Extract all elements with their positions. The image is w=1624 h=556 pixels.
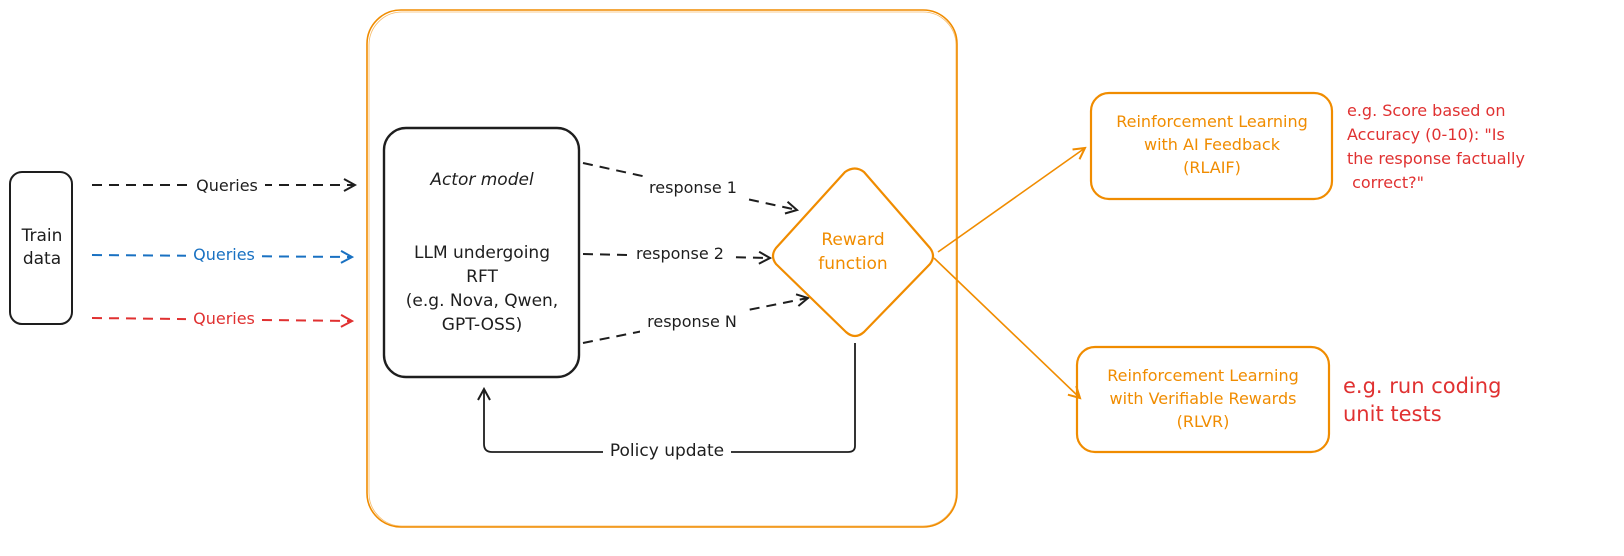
policy-update-label: Policy update xyxy=(610,441,724,461)
queries-arrow-black: Queries xyxy=(92,173,355,197)
reward-to-rlaif-arrow xyxy=(937,148,1085,253)
rlvr-note-line1: e.g. run coding xyxy=(1343,374,1501,398)
rlvr-line2: with Verifiable Rewards xyxy=(1110,389,1297,408)
response-arrow-2: response 2 xyxy=(582,242,770,266)
response-arrow-n: response N xyxy=(582,298,808,344)
actor-line2: RFT xyxy=(466,267,498,287)
rlaif-line2: with AI Feedback xyxy=(1144,135,1281,154)
reward-line1: Reward xyxy=(821,230,884,250)
queries-arrow-blue: Queries xyxy=(91,243,352,267)
queries-label-black: Queries xyxy=(196,176,258,195)
actor-line1: LLM undergoing xyxy=(414,243,550,263)
response-label-2: response 2 xyxy=(636,244,724,263)
queries-label-blue: Queries xyxy=(193,245,255,264)
actor-line3: (e.g. Nova, Qwen, xyxy=(406,291,558,311)
rlaif-line1: Reinforcement Learning xyxy=(1116,112,1308,131)
actor-title: Actor model xyxy=(429,170,534,190)
rlvr-note: e.g. run coding unit tests xyxy=(1343,374,1501,426)
rlvr-line3: (RLVR) xyxy=(1177,412,1230,431)
train-data-line1: Train xyxy=(21,226,63,246)
rlvr-box: Reinforcement Learning with Verifiable R… xyxy=(1075,345,1331,454)
rlaif-note: e.g. Score based on Accuracy (0-10): "Is… xyxy=(1347,101,1525,192)
queries-label-red: Queries xyxy=(193,309,255,328)
rlvr-note-line2: unit tests xyxy=(1343,402,1442,426)
rft-container xyxy=(366,9,958,528)
response-label-1: response 1 xyxy=(649,178,737,197)
rlaif-note-line1: e.g. Score based on xyxy=(1347,101,1505,120)
train-data-box: Train data xyxy=(9,171,73,325)
rlaif-note-line3: the response factually xyxy=(1347,149,1525,168)
queries-arrow-red: Queries xyxy=(91,306,352,330)
response-label-n: response N xyxy=(647,312,737,331)
reward-function-diamond: Reward function xyxy=(771,167,935,338)
train-data-line2: data xyxy=(23,249,61,269)
rft-container-sketch xyxy=(368,11,957,527)
rlaif-line3: (RLAIF) xyxy=(1183,158,1241,177)
rlaif-note-line2: Accuracy (0-10): "Is xyxy=(1347,125,1505,144)
reward-to-rlvr-arrow xyxy=(933,257,1080,398)
actor-line4: GPT-OSS) xyxy=(442,315,522,335)
actor-model-box: Actor model LLM undergoing RFT (e.g. Nov… xyxy=(382,126,581,379)
response-arrow-1: response 1 xyxy=(582,162,797,210)
rlaif-note-line4: correct?" xyxy=(1347,173,1424,192)
policy-update-arrow: Policy update xyxy=(484,343,856,464)
rlaif-box: Reinforcement Learning with AI Feedback … xyxy=(1089,91,1334,201)
rlvr-line1: Reinforcement Learning xyxy=(1107,366,1299,385)
reward-line2: function xyxy=(818,254,887,274)
